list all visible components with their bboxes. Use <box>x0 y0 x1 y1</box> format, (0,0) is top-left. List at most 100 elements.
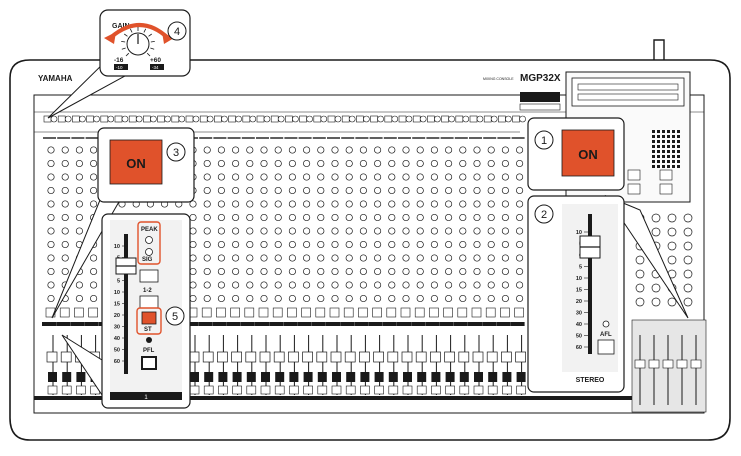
knob-icon <box>374 173 382 181</box>
knob-icon <box>75 146 83 154</box>
knob-icon <box>345 254 353 262</box>
knob-icon <box>203 267 211 276</box>
knob-icon <box>274 227 282 235</box>
stereo-scale-label: 10 <box>576 230 582 236</box>
knob-icon <box>232 294 240 303</box>
knob-icon <box>683 213 693 223</box>
knob-icon <box>345 213 353 222</box>
knob-icon <box>274 213 282 222</box>
peak-sig-highlight <box>137 221 161 265</box>
knob-icon <box>317 200 325 208</box>
knob-icon <box>345 186 353 195</box>
knob-icon <box>274 186 282 195</box>
knob-icon <box>402 254 410 262</box>
knob-icon <box>683 227 693 237</box>
knob-icon <box>667 227 677 237</box>
callout-5-number: 5 <box>172 311 178 323</box>
channel-strip <box>468 115 484 395</box>
knob-icon <box>47 294 55 303</box>
fader-scale-label: 60 <box>114 359 120 365</box>
knob-icon <box>430 254 438 262</box>
knob-icon <box>445 200 453 208</box>
fader-scale-label: 10 <box>114 244 120 250</box>
knob-icon <box>388 240 396 249</box>
knob-icon <box>445 240 453 249</box>
channel-strip <box>453 115 470 395</box>
model-label: MGP32X <box>520 73 561 84</box>
knob-icon <box>459 294 467 303</box>
knob-icon <box>260 173 268 181</box>
knob-icon <box>303 281 311 289</box>
knob-icon <box>246 159 254 168</box>
knob-icon <box>430 294 438 303</box>
knob-icon <box>232 173 240 181</box>
channel-fader-slot <box>124 234 128 374</box>
knob-icon <box>445 173 453 181</box>
knob-icon <box>345 200 353 208</box>
knob-icon <box>487 227 495 235</box>
peak-label: PEAK <box>141 227 158 233</box>
knob-icon <box>487 281 495 289</box>
knob-icon <box>388 146 396 154</box>
knob-icon <box>374 200 382 208</box>
knob-icon <box>274 146 282 154</box>
channel-strip <box>269 115 285 395</box>
callout-1-number: 1 <box>541 135 547 147</box>
knob-icon <box>430 173 438 181</box>
knob-icon <box>501 173 509 181</box>
knob-icon <box>683 241 693 251</box>
knob-icon <box>317 186 325 195</box>
knob-icon <box>359 227 367 235</box>
knob-icon <box>402 240 410 249</box>
knob-icon <box>203 240 211 249</box>
knob-icon <box>288 159 296 168</box>
knob-icon <box>246 146 254 154</box>
knob-icon <box>274 173 282 181</box>
knob-icon <box>217 173 225 181</box>
knob-icon <box>288 186 296 195</box>
knob-icon <box>345 267 353 276</box>
channel-strip <box>212 115 228 395</box>
knob-icon <box>232 227 240 235</box>
knob-icon <box>246 227 254 235</box>
knob-icon <box>260 159 268 168</box>
channel-strip <box>297 115 313 395</box>
knob-icon <box>667 297 677 307</box>
knob-icon <box>232 240 240 249</box>
knob-icon <box>402 146 410 154</box>
knob-icon <box>359 254 367 262</box>
console-inner-frame <box>33 94 705 414</box>
knob-icon <box>331 254 339 262</box>
knob-icon <box>416 146 424 154</box>
knob-icon <box>303 294 311 303</box>
knob-icon <box>388 159 396 168</box>
fader-scale-label: 50 <box>114 348 120 354</box>
knob-icon <box>473 186 481 195</box>
knob-icon <box>374 254 382 262</box>
knob-icon <box>359 186 367 195</box>
knob-icon <box>359 200 367 208</box>
knob-icon <box>75 200 83 208</box>
channel-strip <box>198 115 214 395</box>
knob-icon <box>61 159 69 168</box>
knob-icon <box>303 146 311 154</box>
knob-icon <box>501 254 509 262</box>
knob-icon <box>189 240 197 249</box>
knob-icon <box>445 227 453 235</box>
knob-icon <box>374 227 382 235</box>
knob-icon <box>274 200 282 208</box>
knob-icon <box>246 267 254 276</box>
knob-icon <box>651 213 661 223</box>
knob-icon <box>260 254 268 262</box>
knob-icon <box>317 240 325 249</box>
knob-icon <box>232 186 240 195</box>
knob-icon <box>445 281 453 289</box>
knob-icon <box>288 146 296 154</box>
channel-strip <box>510 115 526 395</box>
callout-3-number: 3 <box>173 147 179 159</box>
knob-icon <box>303 267 311 276</box>
knob-icon <box>459 267 467 276</box>
knob-icon <box>359 294 367 303</box>
bottom-bar <box>34 396 704 400</box>
channel-strip <box>482 115 498 395</box>
